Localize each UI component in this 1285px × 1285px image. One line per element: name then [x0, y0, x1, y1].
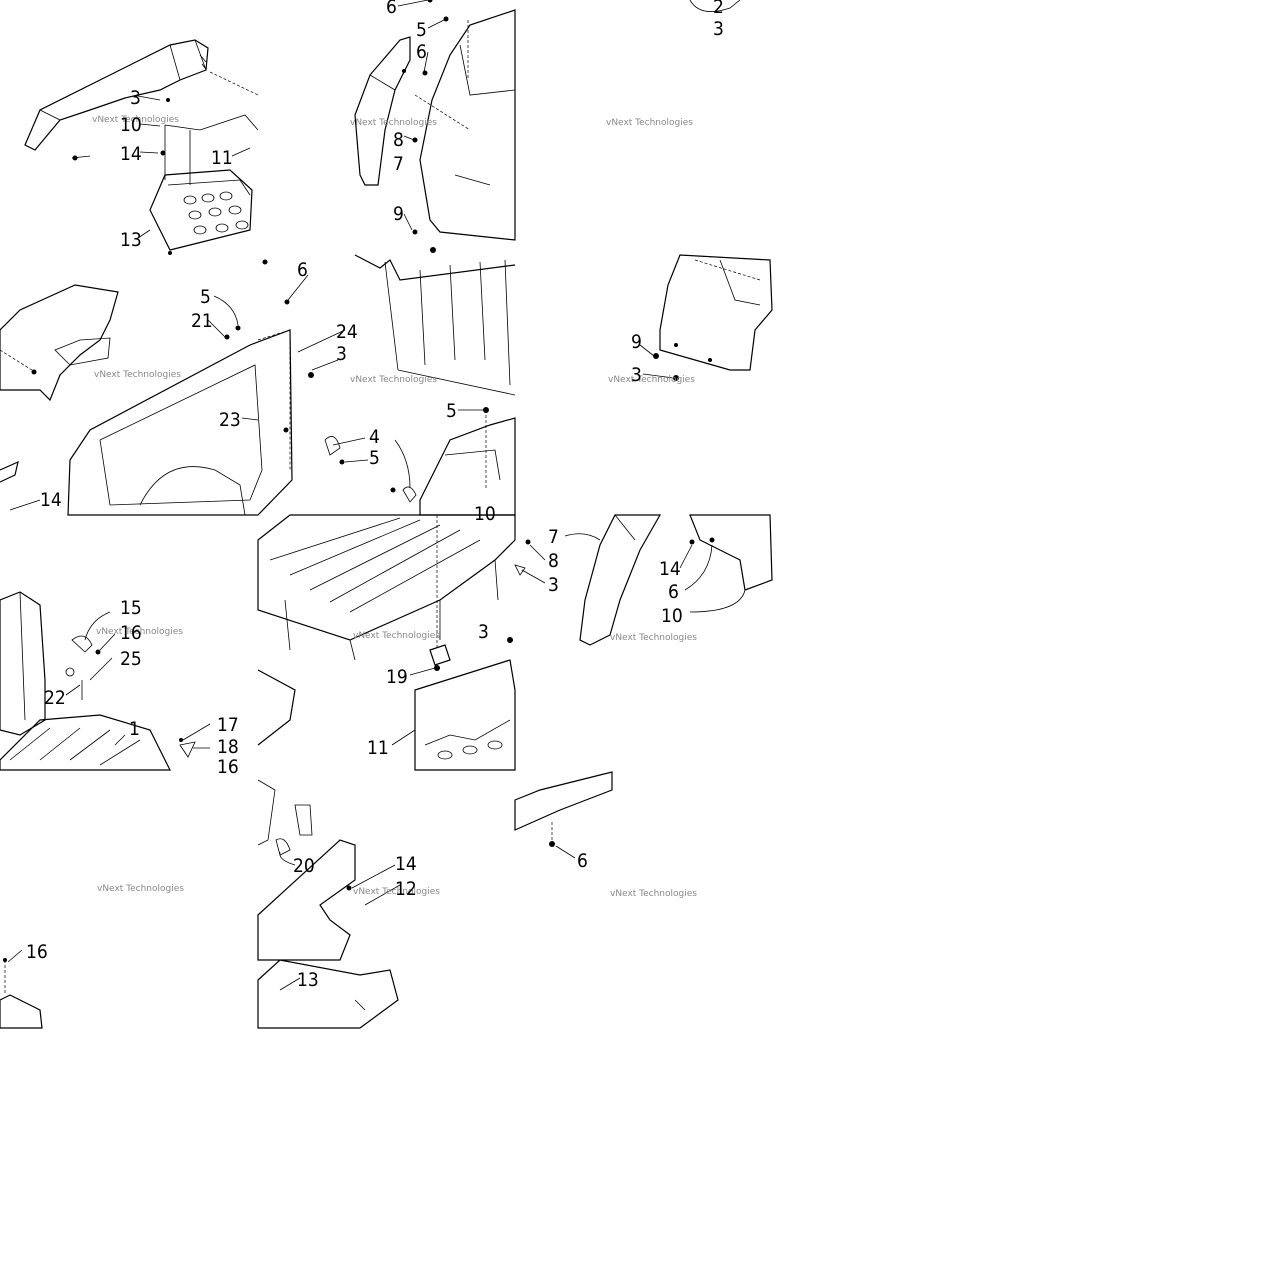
callout-label: 8 [393, 129, 404, 151]
watermark: vNext Technologies [610, 633, 697, 643]
callout-label: 17 [217, 714, 239, 736]
tile-box-left [0, 259, 346, 516]
watermark: vNext Technologies [350, 118, 437, 128]
callout-label: 7 [393, 153, 404, 175]
watermark: vNext Technologies [94, 370, 181, 380]
callout-label: 12 [395, 878, 417, 900]
watermark: vNext Technologies [610, 889, 697, 899]
callout-label: 6 [668, 581, 679, 603]
watermark: vNext Technologies [353, 887, 440, 897]
callout-label: 3 [713, 18, 724, 40]
callout-label: 5 [369, 447, 380, 469]
callout-label: 6 [386, 0, 397, 18]
callout-label: 16 [120, 622, 142, 644]
callout-label: 13 [120, 229, 142, 251]
callout-label: 22 [44, 687, 66, 709]
callout-label: 5 [200, 286, 211, 308]
callout-label: 23 [219, 409, 241, 431]
callout-label: 1 [129, 718, 140, 740]
callout-label: 2 [713, 0, 724, 18]
tile-fender-side [564, 514, 773, 646]
callout-label: 9 [393, 203, 404, 225]
callout-label: 14 [659, 558, 681, 580]
callout-label: 14 [120, 143, 142, 165]
callout-label: 11 [211, 147, 233, 169]
tile-top-right [689, 0, 741, 12]
callout-label: 6 [297, 259, 308, 281]
callout-label: 3 [130, 87, 141, 109]
callout-label: 10 [661, 605, 683, 627]
tile-rear-fender [24, 39, 259, 255]
watermark: vNext Technologies [608, 375, 695, 385]
callout-label: 25 [120, 648, 142, 670]
callout-label: 11 [367, 737, 389, 759]
callout-label: 20 [293, 855, 315, 877]
watermark: vNext Technologies [97, 884, 184, 894]
callout-label: 10 [120, 114, 142, 136]
watermark: vNext Technologies [606, 118, 693, 128]
tile-lower [257, 779, 401, 1029]
watermark: vNext Technologies [96, 627, 183, 637]
callout-label: 3 [548, 574, 559, 596]
callout-label: 15 [120, 597, 142, 619]
tile-lower-right [514, 771, 613, 859]
tile-box-right [308, 254, 516, 516]
callout-label: 19 [386, 666, 408, 688]
tile-box-floor [257, 514, 546, 771]
callout-label: 3 [478, 621, 489, 643]
callout-label: 3 [336, 343, 347, 365]
callout-label: 14 [395, 853, 417, 875]
tile-fender-liner [639, 254, 773, 381]
callout-label: 21 [191, 310, 213, 332]
tile-lower-left [0, 949, 43, 1029]
watermark: vNext Technologies [92, 115, 179, 125]
tile-tailgate [0, 591, 211, 771]
callout-label: 5 [416, 19, 427, 41]
callout-label: 7 [548, 526, 559, 548]
callout-label: 16 [26, 941, 48, 963]
tile-side-panel [354, 0, 516, 253]
callout-label: 14 [40, 489, 62, 511]
callout-label: 6 [416, 41, 427, 63]
callout-label: 10 [474, 503, 496, 525]
callout-label: 9 [631, 331, 642, 353]
watermark: vNext Technologies [350, 375, 437, 385]
callout-label: 6 [577, 850, 588, 872]
callout-label: 18 [217, 736, 239, 758]
callout-label: 3 [631, 364, 642, 386]
callouts: 6 5 6 2 3 3 10 14 11 13 8 7 9 6 5 21 24 … [26, 0, 724, 991]
callout-label: 24 [336, 321, 358, 343]
callout-label: 4 [369, 426, 380, 448]
callout-label: 13 [297, 969, 319, 991]
watermarks: vNext Technologies vNext Technologies vN… [92, 115, 697, 899]
callout-label: 16 [217, 756, 239, 778]
callout-label: 5 [446, 400, 457, 422]
watermark: vNext Technologies [353, 631, 440, 641]
callout-label: 8 [548, 550, 559, 572]
